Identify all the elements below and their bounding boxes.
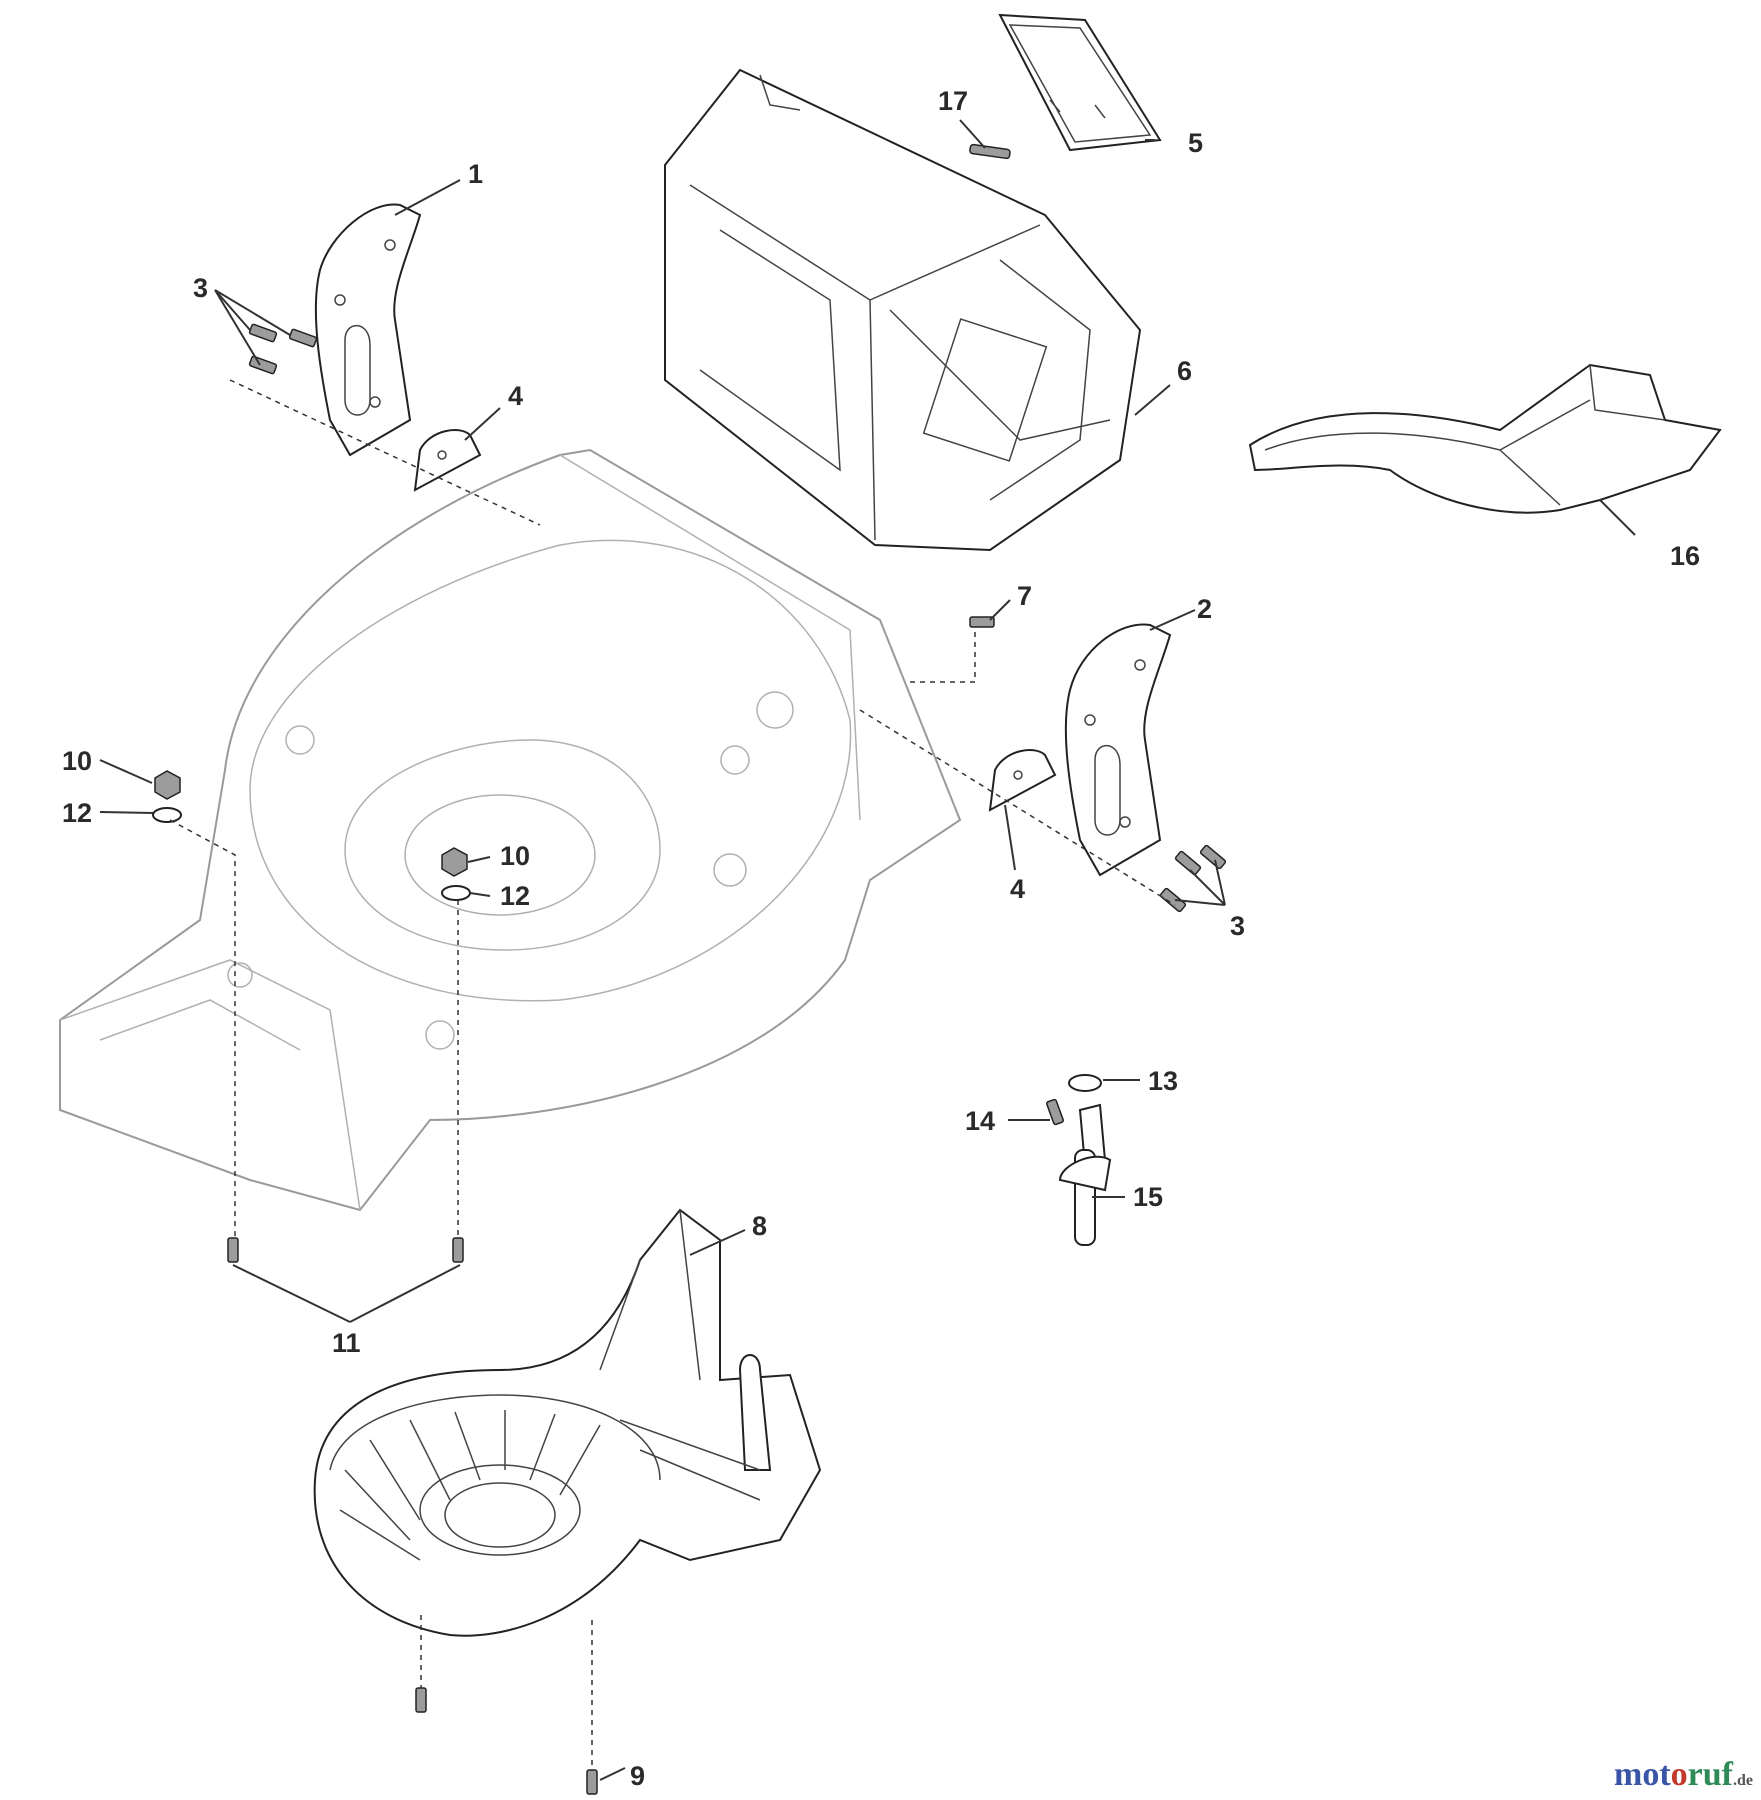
callout-labels: 1 2 3 3 4 4 5 6 7 8 9 10 10 11 12 12 13 … (62, 86, 1700, 1791)
pin (969, 143, 1011, 160)
watermark-part2: o (1670, 1756, 1688, 1793)
callout-3-left: 3 (193, 273, 208, 303)
cover-flap (998, 13, 1162, 152)
callout-11: 11 (332, 1328, 361, 1358)
callout-1: 1 (468, 159, 483, 189)
callout-2: 2 (1197, 594, 1212, 624)
watermark-part3: ruf (1687, 1756, 1733, 1793)
callout-10-center: 10 (500, 841, 530, 871)
callout-5: 5 (1188, 128, 1203, 158)
handle-bracket-left (314, 203, 422, 457)
callout-3-right: 3 (1230, 911, 1245, 941)
rear-guide-rail (1248, 363, 1722, 514)
cutting-deck-bowl (313, 1208, 822, 1637)
callout-12-left: 12 (62, 798, 92, 828)
screws (227, 323, 1227, 1795)
callout-12-center: 12 (500, 881, 530, 911)
height-adjust-pivot (1058, 1103, 1112, 1246)
callout-4-right: 4 (1010, 874, 1025, 904)
callout-13: 13 (1148, 1066, 1178, 1096)
grass-catcher-frame (664, 68, 1142, 552)
mounting-plate-right (988, 749, 1057, 812)
handle-bracket-right (1064, 623, 1172, 877)
watermark-logo: motoruf.de (1614, 1756, 1753, 1794)
leader-lines (99, 119, 1636, 1781)
callout-8: 8 (752, 1211, 767, 1241)
callout-7: 7 (1017, 581, 1032, 611)
mounting-plate-left (413, 429, 482, 492)
callout-9: 9 (630, 1761, 645, 1791)
callout-15: 15 (1133, 1182, 1163, 1212)
callout-16: 16 (1670, 541, 1700, 571)
callout-4-left: 4 (508, 381, 523, 411)
assembly-lines (169, 379, 1176, 1770)
mower-deck-housing (59, 448, 962, 1212)
watermark-part1: mot (1614, 1756, 1671, 1793)
callout-17: 17 (938, 86, 968, 116)
watermark-tld: .de (1733, 1772, 1753, 1789)
callout-10-left: 10 (62, 746, 92, 776)
callout-6: 6 (1177, 356, 1192, 386)
nuts-and-washers (152, 770, 1102, 1092)
callout-14: 14 (965, 1106, 995, 1136)
